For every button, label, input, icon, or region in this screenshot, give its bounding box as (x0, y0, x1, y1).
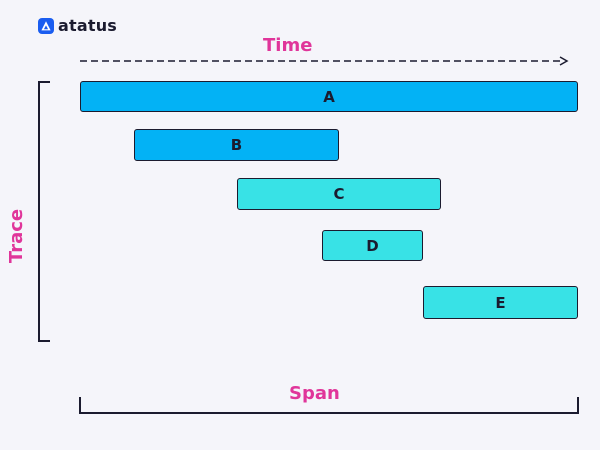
span-label-e: E (495, 293, 506, 312)
span-axis-label: Span (289, 383, 340, 404)
time-arrow-head-icon (559, 56, 569, 66)
trace-bracket (38, 81, 50, 342)
span-label-a: A (323, 87, 335, 106)
span-bar-e[interactable]: E (423, 286, 578, 319)
trace-axis-label: Trace (6, 208, 27, 264)
atatus-logo-icon (38, 17, 54, 34)
brand-name: atatus (58, 16, 118, 35)
span-bar-b[interactable]: B (134, 129, 339, 161)
span-bar-d[interactable]: D (322, 230, 423, 261)
brand-logo[interactable]: atatus (38, 16, 117, 35)
time-axis-label: Time (263, 35, 313, 56)
span-label-c: C (333, 185, 345, 203)
span-bar-c[interactable]: C (237, 178, 441, 210)
span-label-d: D (366, 236, 379, 255)
span-label-b: B (230, 136, 243, 154)
span-bracket (79, 397, 579, 414)
span-bar-a[interactable]: A (80, 81, 578, 112)
